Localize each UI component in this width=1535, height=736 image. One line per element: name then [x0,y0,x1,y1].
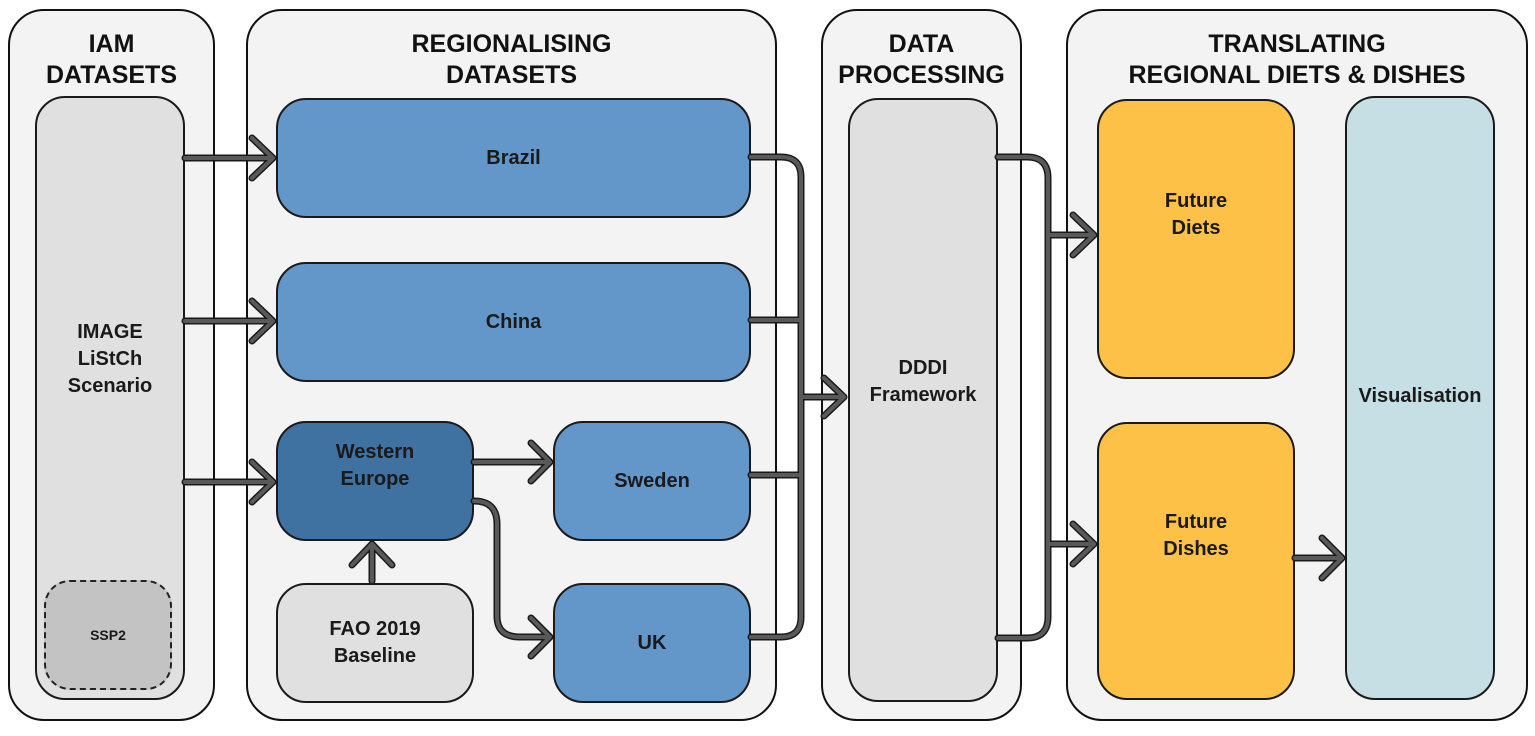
node-future-dishes-label: Future Dishes [1163,511,1229,560]
panel-title-data-processing: DATA PROCESSING [838,30,1005,89]
node-future-dishes: Future Dishes [1097,422,1295,700]
node-uk: UK [553,583,751,703]
node-china-label: China [485,310,542,333]
node-sweden-label: Sweden [614,469,690,492]
node-visualisation: Visualisation [1345,96,1495,700]
panel-title-translating: TRANSLATING REGIONAL DIETS & DISHES [1128,30,1466,89]
node-dddi-framework: DDDI Framework [848,98,998,702]
node-brazil: Brazil [276,98,751,218]
node-future-diets: Future Diets [1097,99,1295,379]
node-image-scenario-label: IMAGE LiStCh Scenario [67,320,153,397]
node-visualisation-label: Visualisation [1358,384,1482,407]
node-future-diets-label: Future Diets [1164,190,1228,239]
panel-title-iam-datasets: IAM DATASETS [45,30,178,89]
node-dddi-framework-label: DDDI Framework [869,357,977,406]
node-ssp2: SSP2 [44,580,172,690]
node-uk-label: UK [637,631,667,654]
node-china: China [276,262,751,382]
node-fao-baseline-label: FAO 2019 Baseline [329,618,421,667]
node-sweden: Sweden [553,421,751,541]
node-western-europe-label: Western Europe [335,441,415,490]
node-western-europe: Western Europe [276,421,474,541]
panel-title-regionalising-datasets: REGIONALISING DATASETS [411,30,612,89]
node-ssp2-label: SSP2 [90,626,126,643]
node-brazil-label: Brazil [486,146,541,169]
node-fao-baseline: FAO 2019 Baseline [276,583,474,703]
